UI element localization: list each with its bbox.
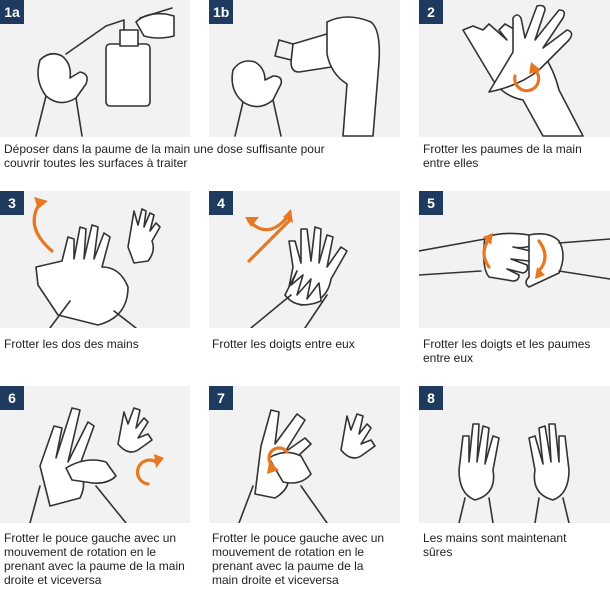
step-6-caption: Frotter le pouce gauche avec un mouvemen… (4, 531, 185, 587)
step-badge: 1a (0, 0, 24, 24)
thumb-rotation-icon (29, 407, 164, 523)
pump-dispenser-hands-icon (35, 7, 175, 137)
step-3-panel: 3 (0, 191, 190, 328)
step-1a-panel: 1a (0, 0, 190, 137)
thumb-rotation-icon (238, 409, 376, 523)
open-hands-dry-icon (458, 423, 570, 523)
step-badge: 3 (0, 191, 24, 215)
back-of-hands-icon (32, 197, 161, 328)
step-2-caption: Frotter les paumes de la main entre elle… (423, 142, 582, 170)
step-badge: 7 (209, 386, 233, 410)
step-6-panel: 6 (0, 386, 190, 523)
step-badge: 2 (419, 0, 443, 24)
step-badge: 1b (209, 0, 234, 24)
step-7-panel: 7 (209, 386, 400, 523)
step-7-caption: Frotter le pouce gauche avec un mouvemen… (212, 531, 385, 587)
step-badge: 5 (419, 191, 443, 215)
step-4-caption: Frotter les doigts entre eux (212, 337, 355, 351)
step-1-caption: Déposer dans la paume de la main une dos… (4, 142, 325, 170)
step-badge: 6 (0, 386, 24, 410)
step-5-panel: 5 (419, 191, 610, 328)
step-8-caption: Les mains sont maintenant sûres (423, 531, 567, 559)
bottle-dose-hands-icon (231, 16, 381, 137)
step-badge: 4 (209, 191, 233, 215)
step-5-caption: Frotter les doigts et les paumes entre e… (423, 337, 591, 365)
step-4-panel: 4 (209, 191, 400, 328)
step-badge: 8 (419, 386, 443, 410)
interlaced-fingers-icon (245, 209, 348, 328)
step-8-panel: 8 (419, 386, 610, 523)
fingers-palms-icon (419, 232, 610, 288)
step-1b-panel: 1b (209, 0, 400, 137)
step-2-panel: 2 (419, 0, 610, 137)
palms-rubbing-icon (462, 4, 584, 137)
step-3-caption: Frotter les dos des mains (4, 337, 139, 351)
